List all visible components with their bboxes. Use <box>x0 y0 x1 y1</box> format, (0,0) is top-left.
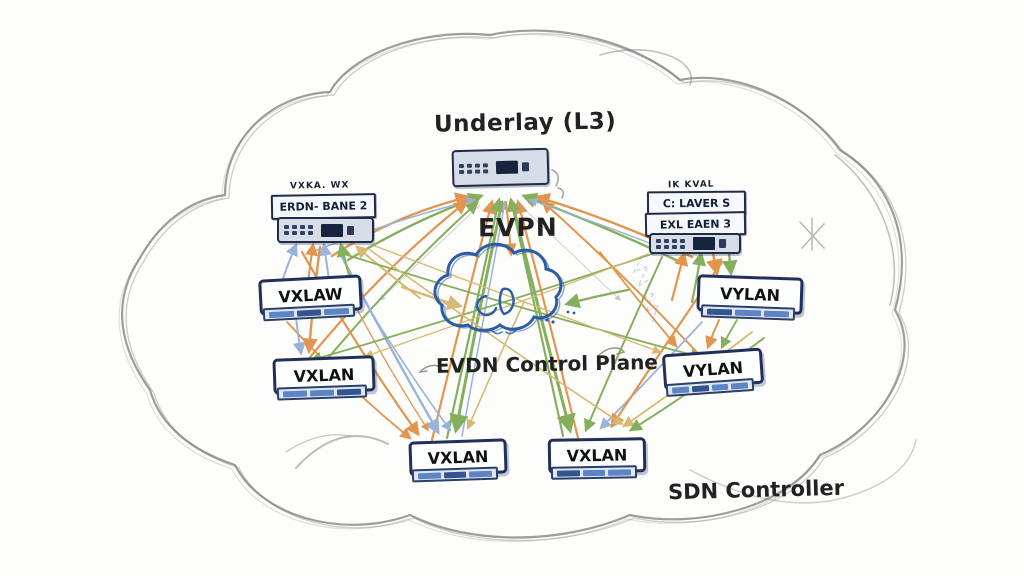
right-leaf-device <box>649 233 741 254</box>
router-panel <box>495 160 519 175</box>
left-leaf-scribble: VXKA. WX <box>289 180 350 192</box>
evpn-control-plane-label: EVDN Control Plane <box>435 350 659 378</box>
right-leaf-knob <box>719 239 726 248</box>
left-leaf-knob <box>347 225 354 235</box>
pencil-scribbles <box>285 169 917 504</box>
router-ports <box>458 162 489 174</box>
sdn-controller-label: SDN Controller <box>667 475 845 505</box>
left-leaf-device <box>277 217 374 243</box>
vxlan-bottom-right-strip <box>550 465 638 480</box>
right-leaf-ports <box>656 238 686 249</box>
underlay-title: Underlay (L3) <box>433 108 617 138</box>
right-leaf-scribble: IK KVAL <box>667 179 715 191</box>
evpn-cloud-icon <box>433 242 576 335</box>
left-leaf-label: ERDN- BANE 2 <box>270 193 377 220</box>
right-leaf-panel <box>693 237 715 250</box>
underlay-router-device <box>451 147 550 188</box>
evpn-label: EVPN <box>477 212 558 243</box>
router-knob <box>521 162 530 172</box>
left-leaf-panel <box>321 223 343 237</box>
cloud-outline <box>118 29 910 543</box>
left-leaf-ports <box>284 225 314 235</box>
